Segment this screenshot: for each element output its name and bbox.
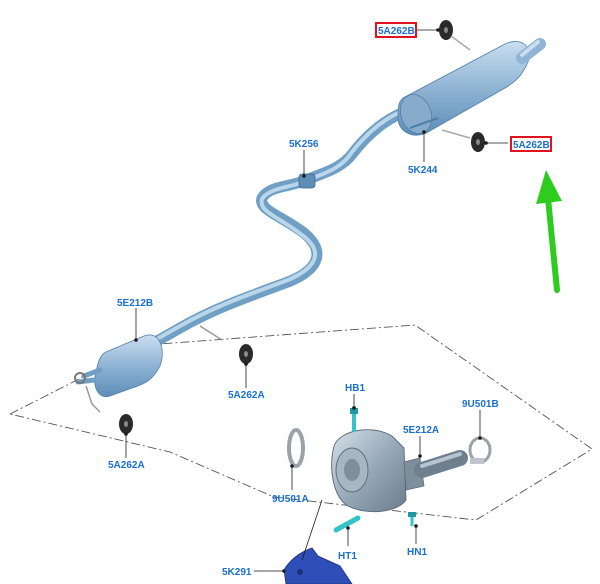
label-rear-hanger-top: 5A262B bbox=[378, 26, 415, 37]
label-catalyst: 5E212A bbox=[403, 425, 439, 436]
pipe-clamp bbox=[298, 173, 316, 189]
label-sensor-ht1: HT1 bbox=[338, 551, 357, 562]
gasket-ring bbox=[287, 428, 305, 468]
label-clamp-9u501b: 9U501B bbox=[462, 399, 499, 410]
label-front-hanger: 5A262A bbox=[108, 460, 145, 471]
label-pipe-clamp: 5K256 bbox=[289, 139, 319, 150]
exhaust-pipe bbox=[144, 104, 416, 351]
label-mid-hanger: 5A262A bbox=[228, 390, 265, 401]
leader-lines bbox=[124, 28, 508, 573]
highlight-box-top bbox=[375, 22, 417, 38]
bracket-5k291 bbox=[283, 547, 353, 584]
sensor-ht1 bbox=[333, 515, 361, 533]
sensor-hn1 bbox=[408, 512, 416, 526]
label-gasket: 9U501A bbox=[272, 494, 309, 505]
rear-muffler bbox=[397, 38, 546, 136]
label-bracket: 5K291 bbox=[222, 567, 252, 578]
catalyst-assembly bbox=[331, 429, 468, 513]
rubber-hanger-right bbox=[441, 129, 485, 152]
label-rear-muffler: 5K244 bbox=[408, 165, 438, 176]
rubber-hanger-front bbox=[119, 414, 133, 434]
rubber-hanger-top bbox=[439, 20, 471, 51]
callout-labels: 5A262B 5A262B 5K244 5K256 5E212B 5A262A … bbox=[108, 22, 552, 578]
highlight-box-right bbox=[510, 136, 552, 152]
label-rear-hanger-right: 5A262B bbox=[513, 140, 550, 151]
label-sensor-hn1: HN1 bbox=[407, 547, 427, 558]
sensor-hb1 bbox=[350, 406, 358, 432]
green-arrow bbox=[536, 170, 562, 293]
group-outline-dashed bbox=[8, 324, 593, 521]
v-band-clamp bbox=[468, 436, 492, 464]
label-front-converter: 5E212B bbox=[117, 298, 153, 309]
front-converter bbox=[74, 325, 223, 413]
label-sensor-hb1: HB1 bbox=[345, 383, 365, 394]
rubber-hanger-mid bbox=[239, 344, 253, 364]
